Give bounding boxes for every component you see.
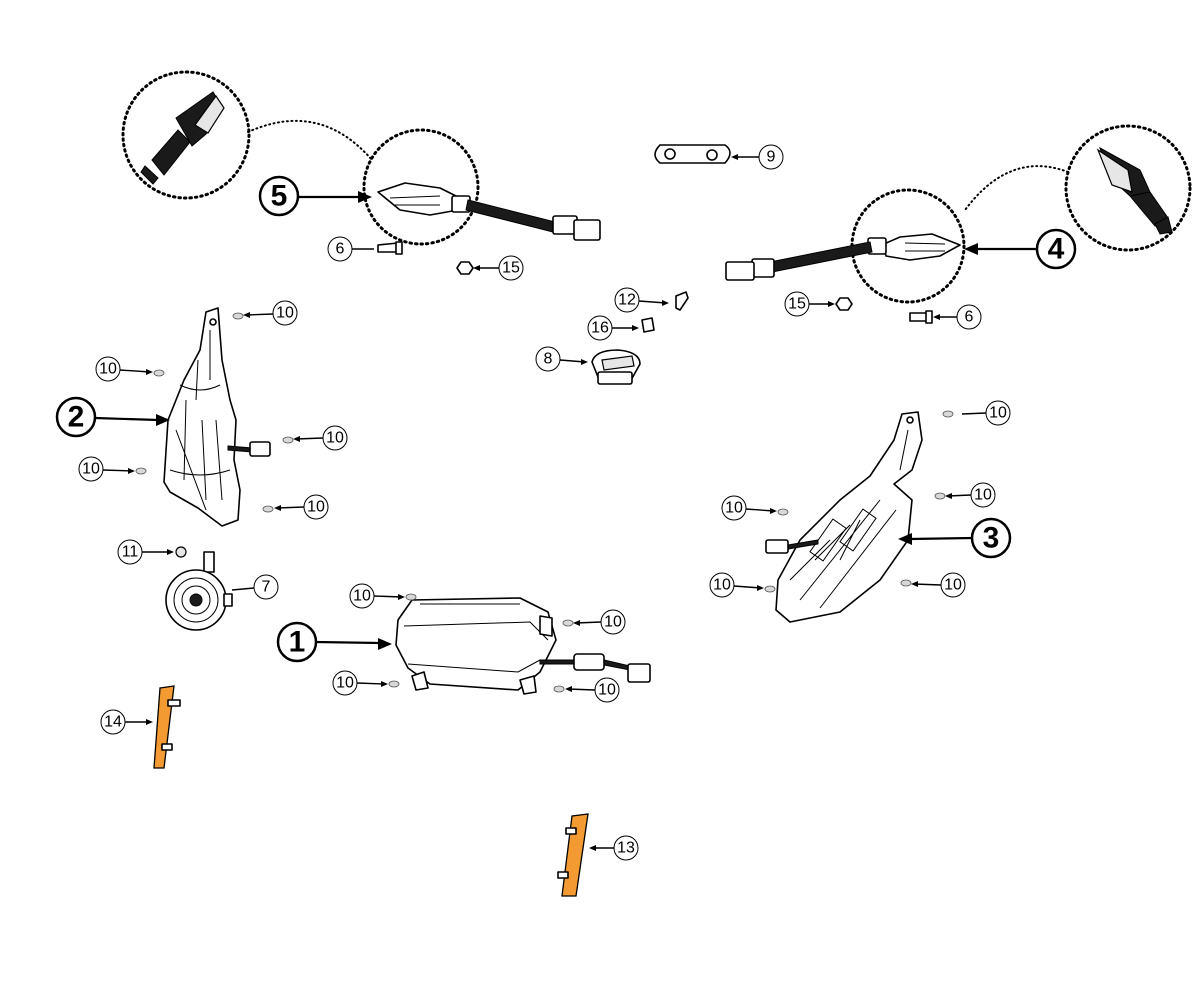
callout-10-k: 10 — [974, 487, 992, 504]
part-3-right-side-light: 3 — [765, 411, 1012, 623]
callout-12: 12 — [618, 292, 636, 309]
screw-10-k: 10 — [934, 482, 996, 508]
nut-15-right: 15 — [784, 291, 853, 317]
screw-10-b: 10 — [95, 356, 165, 382]
detail-connector-left — [247, 119, 373, 161]
part-7-horn: 7 — [165, 551, 279, 631]
callout-16: 16 — [591, 320, 609, 337]
part-4-right-turn-signal: 4 — [725, 124, 1192, 304]
screw-10-f: 10 — [349, 583, 417, 609]
part-2-left-side-light: 2 — [55, 307, 271, 527]
part-1-headlight: 1 — [276, 597, 651, 695]
callout-10-d: 10 — [82, 461, 100, 478]
callout-10-c: 10 — [326, 430, 344, 447]
callout-2 — [55, 396, 97, 438]
screw-10-m: 10 — [709, 572, 776, 598]
detail-circle-left — [121, 70, 251, 200]
turn-signal-detail-left-icon — [140, 91, 225, 185]
callout-4-label: 4 — [1048, 233, 1065, 266]
callout-6-left: 6 — [336, 241, 345, 258]
callout-10-i: 10 — [598, 682, 616, 699]
screw-10-n: 10 — [900, 572, 966, 598]
callout-3-label: 3 — [983, 522, 1000, 555]
part-8-license-light: 8 — [535, 346, 641, 385]
detail-circle-right — [1064, 124, 1192, 252]
screw-10-a: 10 — [232, 300, 298, 326]
part-13-reflector: 13 — [557, 813, 639, 897]
screw-10-c: 10 — [282, 425, 348, 451]
callout-2-label: 2 — [68, 401, 85, 434]
callout-7: 7 — [262, 579, 271, 596]
screw-10-d: 10 — [78, 456, 147, 482]
screw-10-i: 10 — [553, 677, 620, 703]
screw-10-h: 10 — [332, 670, 400, 696]
screw-6-left: 6 — [327, 236, 403, 262]
callout-1-label: 1 — [289, 626, 306, 659]
callout-10-j: 10 — [989, 405, 1007, 422]
callout-14: 14 — [104, 714, 122, 731]
part-16-clip: 16 — [587, 315, 655, 341]
callout-6-right: 6 — [965, 309, 974, 326]
callout-10-m: 10 — [713, 577, 731, 594]
part-14-reflector: 14 — [100, 685, 181, 769]
callout-11: 11 — [122, 544, 139, 561]
callout-10-f: 10 — [353, 588, 371, 605]
screw-10-e: 10 — [262, 494, 329, 520]
part-5-left-turn-signal: 5 — [121, 70, 601, 246]
callout-9: 9 — [767, 149, 776, 166]
callout-10-a: 10 — [276, 305, 294, 322]
nut-15-left: 15 — [456, 255, 524, 281]
callout-10-l: 10 — [725, 500, 743, 517]
callout-15-left: 15 — [502, 260, 520, 277]
callout-5-label: 5 — [271, 180, 288, 213]
part-11-nut: 11 — [117, 539, 187, 565]
callout-8: 8 — [544, 351, 553, 368]
screw-6-right: 6 — [909, 304, 982, 330]
turn-signal-detail-right-icon — [1096, 146, 1173, 235]
screw-10-j: 10 — [942, 400, 1011, 426]
detail-connector-right — [964, 165, 1069, 211]
callout-10-n: 10 — [944, 577, 962, 594]
part-9-mount-plate: 9 — [654, 144, 784, 170]
callout-10-b: 10 — [99, 361, 117, 378]
callout-10-e: 10 — [307, 499, 325, 516]
callout-13: 13 — [617, 840, 635, 857]
part-12-bolt: 12 — [614, 287, 689, 313]
screw-10-l: 10 — [721, 495, 789, 521]
callout-10-h: 10 — [336, 675, 354, 692]
callout-15-right: 15 — [788, 296, 806, 313]
screw-10-g: 10 — [562, 609, 626, 635]
zoom-circle-left — [362, 128, 480, 246]
callout-10-g: 10 — [604, 614, 622, 631]
